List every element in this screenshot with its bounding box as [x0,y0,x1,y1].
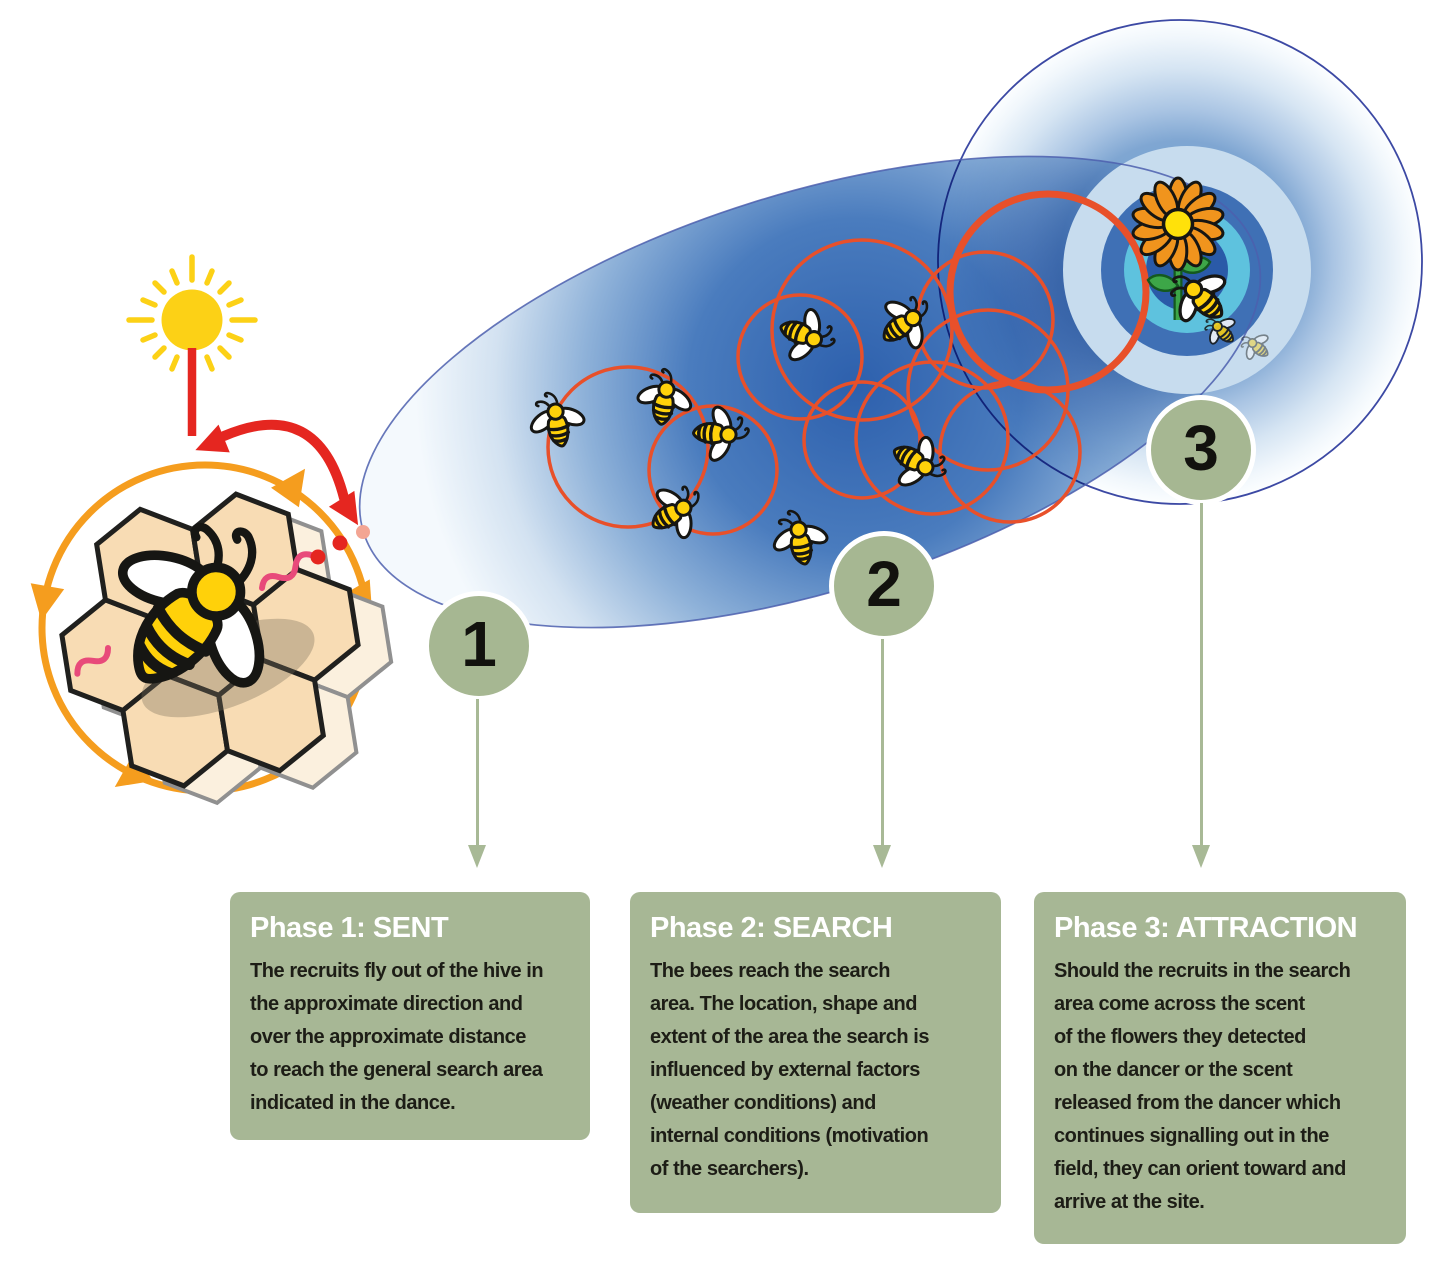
search-loops [546,190,1150,536]
phase-2-body: The bees reach the search area. The loca… [650,960,930,1181]
search-loop-icon [736,293,864,421]
phase-1-body: The recruits fly out of the hive in the … [250,960,544,1115]
search-loop-icon [770,238,954,422]
sun-icon [126,254,258,386]
phase-card-2: Phase 2: SEARCH The bees reach the searc… [630,892,1001,1213]
connector-line-1 [476,699,479,847]
dance-arrowhead-icon [114,753,154,788]
phase-badge-2: 2 [829,531,939,641]
angle-arrowhead-icon [195,424,230,453]
dance-arrowhead-icon [30,583,65,621]
flight-dot [310,549,326,565]
angle-arrowhead-icon [328,490,359,526]
flight-dot-faded [356,525,370,539]
phase-card-1: Phase 1: SENT The recruits fly out of th… [230,892,590,1141]
phase-3-body: Should the recruits in the search area c… [1054,960,1351,1214]
sun-disc [161,289,223,351]
waggle-run-icon [259,551,316,591]
connector-line-2 [881,639,884,847]
phase-1-title: Phase 1: SENT [250,912,449,944]
sun-rays [126,254,258,386]
flower-leaf [1146,273,1180,293]
flower-icon [1129,176,1227,320]
phase-2-title: Phase 2: SEARCH [650,912,893,944]
down-arrow-icon [873,845,891,868]
angle-arrow-arc [219,419,349,503]
down-arrow-icon [1192,845,1210,868]
flower-group [1129,176,1227,320]
phase-badge-3-number: 3 [1183,412,1219,484]
waggle-run-icon [74,645,112,677]
flight-dot [332,535,348,551]
search-loop-icon [946,190,1150,394]
phase-badge-2-number: 2 [866,548,902,620]
phase-badge-1: 1 [424,591,534,701]
phase-card-3: Phase 3: ATTRACTION Should the recruits … [1034,892,1406,1244]
search-loop-icon [546,365,710,529]
down-arrow-icon [468,845,486,868]
dance-arrowhead-icon [271,468,306,508]
flower-center [1161,207,1195,241]
phase-badge-1-number: 1 [461,608,497,680]
direction-angle-arrow-icon [195,419,359,526]
flight-dots-icon [310,525,370,565]
phase-3-title: Phase 3: ATTRACTION [1054,912,1358,944]
phase-badge-3: 3 [1146,395,1256,505]
search-loop-icon [647,404,779,536]
connector-line-3 [1200,503,1203,847]
